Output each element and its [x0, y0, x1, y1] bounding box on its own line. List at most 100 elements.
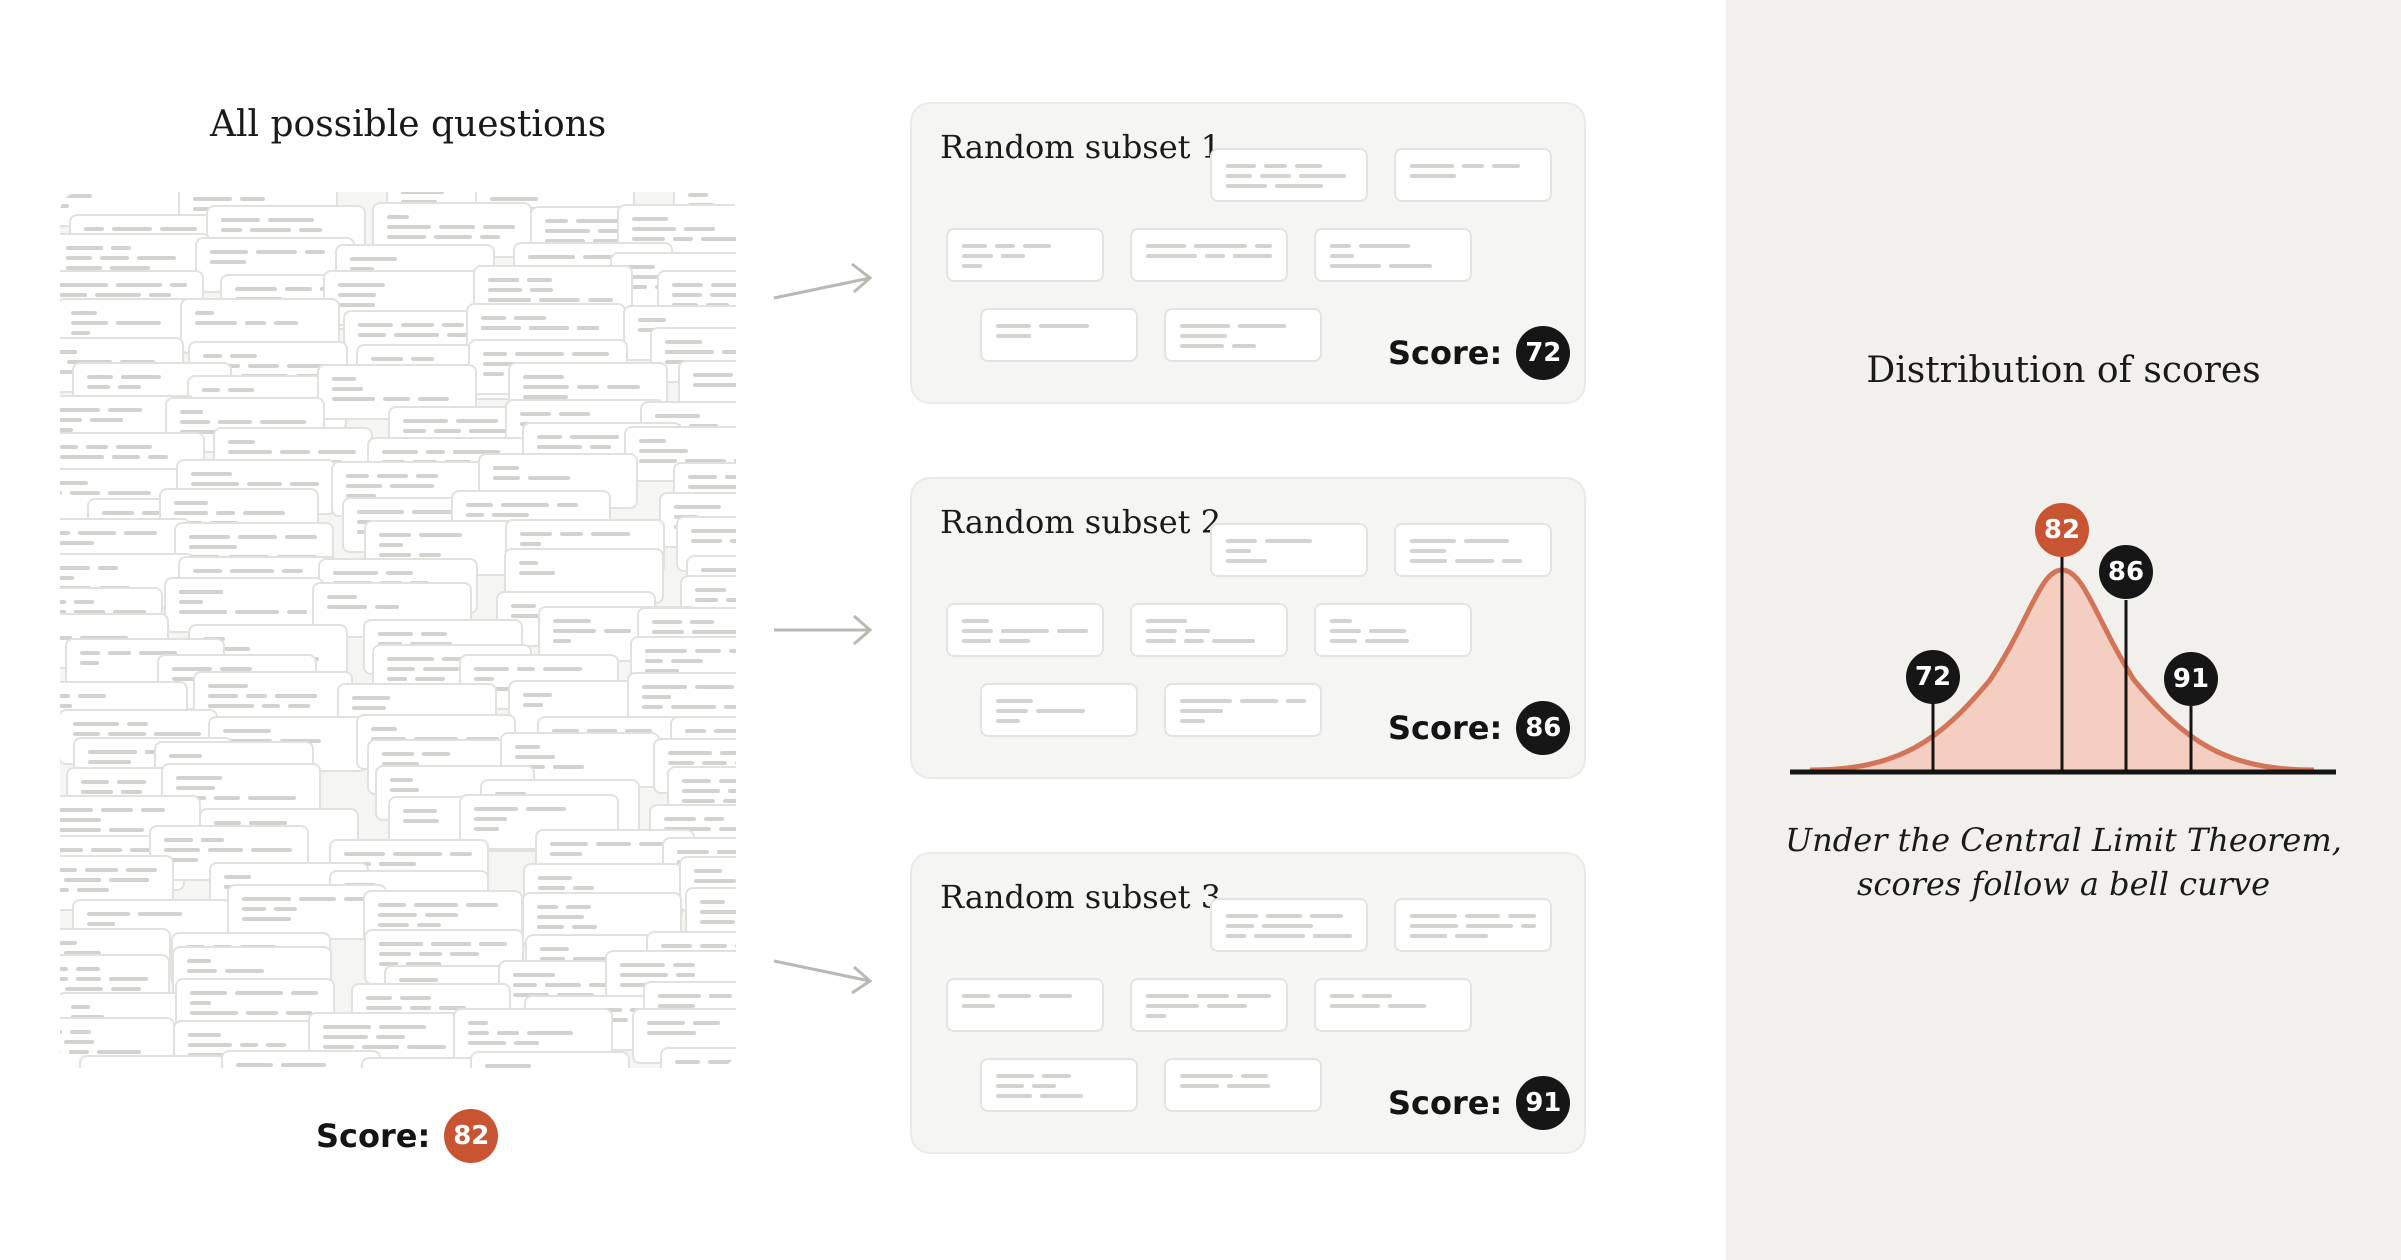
placeholder-text-line — [474, 817, 507, 821]
placeholder-text-line — [281, 1063, 326, 1067]
placeholder-text-line — [1226, 914, 1258, 918]
placeholder-text-line — [962, 639, 991, 643]
placeholder-text-line — [647, 1031, 696, 1035]
placeholder-text-line — [378, 923, 409, 927]
placeholder-text-line — [387, 225, 431, 229]
placeholder-text-line — [70, 1030, 91, 1034]
placeholder-text-line — [726, 598, 736, 602]
placeholder-text-line — [203, 354, 222, 358]
placeholder-text-line — [176, 776, 222, 780]
placeholder-text-line — [187, 969, 217, 973]
placeholder-text-line — [60, 888, 69, 892]
placeholder-text-line — [996, 719, 1020, 723]
placeholder-text-line — [228, 388, 254, 392]
placeholder-text-line — [671, 659, 703, 663]
placeholder-text-line — [208, 694, 238, 698]
placeholder-text-line — [419, 533, 462, 537]
placeholder-text-line — [1057, 629, 1088, 633]
placeholder-text-line — [141, 808, 165, 812]
placeholder-text-line — [1180, 1084, 1219, 1088]
placeholder-text-line — [235, 991, 283, 995]
subset-title: Random subset 1 — [940, 128, 1222, 166]
placeholder-text-line — [1039, 324, 1089, 328]
placeholder-text-line — [515, 352, 564, 356]
placeholder-text-line — [962, 254, 993, 258]
subset-title: Random subset 2 — [940, 503, 1222, 541]
placeholder-text-line — [1226, 164, 1256, 168]
placeholder-text-line — [344, 852, 385, 856]
placeholder-text-line — [719, 827, 736, 831]
question-cards-cloud — [60, 192, 736, 1068]
placeholder-text-line — [149, 293, 171, 297]
placeholder-text-line — [299, 228, 322, 232]
placeholder-text-line — [118, 385, 141, 389]
placeholder-text-line — [90, 418, 123, 422]
placeholder-text-line — [299, 897, 336, 901]
distribution-panel — [1726, 0, 2401, 1260]
pool-question-card — [627, 672, 736, 728]
placeholder-text-line — [60, 967, 68, 971]
placeholder-text-line — [376, 1035, 405, 1039]
placeholder-text-line — [379, 862, 416, 866]
subset-title: Random subset 3 — [940, 878, 1222, 916]
placeholder-text-line — [661, 944, 692, 948]
subset-card-2: Random subset 2 Score: 86 — [910, 477, 1586, 779]
placeholder-text-line — [709, 994, 732, 998]
placeholder-text-line — [545, 229, 590, 233]
placeholder-text-line — [701, 237, 736, 241]
placeholder-text-line — [60, 941, 77, 945]
placeholder-text-line — [695, 598, 718, 602]
placeholder-text-line — [671, 705, 716, 709]
placeholder-text-line — [101, 808, 133, 812]
placeholder-text-line — [1227, 1084, 1270, 1088]
placeholder-text-line — [673, 237, 693, 241]
placeholder-text-line — [174, 511, 208, 515]
placeholder-text-line — [195, 321, 237, 325]
placeholder-text-line — [66, 266, 102, 270]
placeholder-text-line — [346, 474, 369, 478]
placeholder-text-line — [677, 850, 709, 854]
placeholder-text-line — [639, 439, 666, 443]
placeholder-text-line — [607, 385, 640, 389]
placeholder-text-line — [481, 316, 506, 320]
placeholder-text-line — [523, 395, 568, 399]
placeholder-text-line — [121, 375, 161, 379]
placeholder-text-line — [220, 667, 252, 671]
placeholder-text-line — [1180, 719, 1205, 723]
placeholder-text-line — [520, 412, 551, 416]
placeholder-text-line — [60, 491, 62, 495]
placeholder-text-line — [111, 987, 141, 991]
placeholder-text-line — [187, 959, 211, 963]
placeholder-text-line — [675, 1060, 700, 1064]
placeholder-text-line — [1180, 699, 1232, 703]
placeholder-text-line — [515, 755, 555, 759]
placeholder-text-line — [247, 482, 282, 486]
placeholder-text-line — [242, 907, 266, 911]
placeholder-text-line — [246, 694, 267, 698]
placeholder-text-line — [720, 751, 736, 755]
marker-72-badge: 72 — [1906, 650, 1960, 704]
placeholder-text-line — [286, 1011, 312, 1015]
placeholder-text-line — [688, 485, 736, 489]
placeholder-text-line — [1226, 174, 1252, 178]
question-card — [1314, 228, 1472, 282]
placeholder-text-line — [434, 429, 461, 433]
placeholder-text-line — [208, 848, 243, 852]
placeholder-text-line — [78, 531, 116, 535]
placeholder-text-line — [1410, 174, 1456, 178]
placeholder-text-line — [693, 373, 733, 377]
placeholder-text-line — [711, 283, 736, 287]
placeholder-text-line — [87, 385, 110, 389]
placeholder-text-line — [466, 503, 493, 507]
placeholder-text-line — [327, 595, 357, 599]
placeholder-text-line — [998, 994, 1031, 998]
placeholder-text-line — [87, 922, 115, 926]
placeholder-text-line — [60, 610, 66, 614]
placeholder-text-line — [69, 1050, 89, 1054]
placeholder-text-line — [142, 511, 163, 515]
placeholder-text-line — [466, 513, 484, 517]
placeholder-text-line — [515, 745, 540, 749]
placeholder-text-line — [537, 435, 562, 439]
placeholder-text-line — [190, 1011, 238, 1015]
placeholder-text-line — [513, 973, 555, 977]
